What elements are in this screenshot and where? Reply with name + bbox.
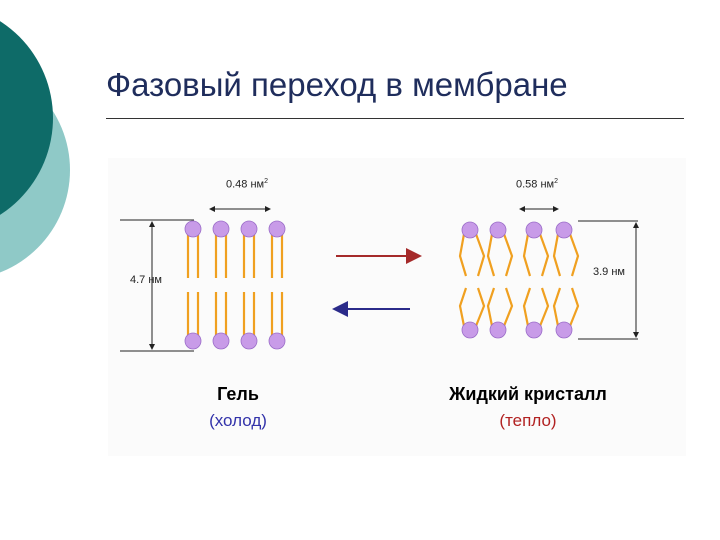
gel-bilayer	[120, 206, 286, 352]
liquid-tail-top-4a	[552, 233, 562, 277]
membrane-illustration	[120, 206, 639, 352]
liquid-tail-bottom-4a	[552, 287, 562, 327]
gel-tail-bottom-2	[214, 292, 228, 338]
liquid-tail-top-1a	[458, 233, 468, 277]
gel-tail-bottom-1	[186, 292, 200, 338]
gel-tail-top-2	[214, 230, 228, 278]
liquid-headgroup	[461, 321, 479, 339]
liquid-headgroup	[489, 321, 507, 339]
liquid-tail-top-2a	[486, 233, 496, 277]
gel-headgroup	[240, 332, 258, 350]
liquid-tail-top-3b	[538, 233, 550, 277]
liquid-phase-name: Жидкий кристалл	[449, 384, 607, 404]
phase-transition-diagram: 0.48 нм2 4.7 нм 0.58 нм2 3.9 нм Гель (хо…	[108, 158, 686, 456]
liquid-thickness-label: 3.9 нм	[593, 266, 625, 278]
liquid-tail-bottom-1b	[474, 287, 486, 327]
slide-decoration	[0, 21, 70, 273]
title-underline	[106, 118, 684, 119]
gel-headgroup	[240, 220, 258, 238]
liquid-tail-top-4b	[568, 233, 580, 277]
liquid-headgroup	[555, 221, 573, 239]
liquid-headgroup	[525, 321, 543, 339]
liquid-area-label: 0.58 нм2	[516, 178, 559, 191]
liquid-headgroup	[525, 221, 543, 239]
gel-headgroup	[212, 332, 230, 350]
liquid-headgroup	[555, 321, 573, 339]
gel-headgroup	[184, 220, 202, 238]
gel-area-label: 0.48 нм2	[226, 178, 269, 191]
liquid-headgroup	[461, 221, 479, 239]
gel-tail-bottom-3	[242, 292, 256, 338]
gel-tail-bottom-4	[270, 292, 284, 338]
liquid-condition: (тепло)	[499, 411, 557, 430]
liquid-tail-bottom-1a	[458, 287, 468, 327]
gel-headgroup	[268, 220, 286, 238]
gel-tail-top-3	[242, 230, 256, 278]
slide-title: Фазовый переход в мембране	[106, 66, 568, 103]
gel-tail-top-4	[270, 230, 284, 278]
liquid-tail-bottom-2b	[502, 287, 514, 327]
liquid-tail-bottom-2a	[486, 287, 496, 327]
liquid-tail-bottom-4b	[568, 287, 580, 327]
liquid-tail-top-3a	[522, 233, 532, 277]
liquid-tail-bottom-3a	[522, 287, 532, 327]
gel-headgroup	[268, 332, 286, 350]
decoration-dark-circle	[0, 21, 53, 215]
gel-condition: (холод)	[209, 411, 267, 430]
gel-headgroup	[184, 332, 202, 350]
liquid-headgroup	[489, 221, 507, 239]
gel-thickness-label: 4.7 нм	[130, 274, 162, 286]
liquid-tail-top-2b	[502, 233, 514, 277]
gel-tail-top-1	[186, 230, 200, 278]
gel-phase-name: Гель	[217, 384, 259, 404]
gel-headgroup	[212, 220, 230, 238]
liquid-tail-top-1b	[474, 233, 486, 277]
liquid-crystal-bilayer	[458, 206, 639, 340]
liquid-tail-bottom-3b	[538, 287, 550, 327]
